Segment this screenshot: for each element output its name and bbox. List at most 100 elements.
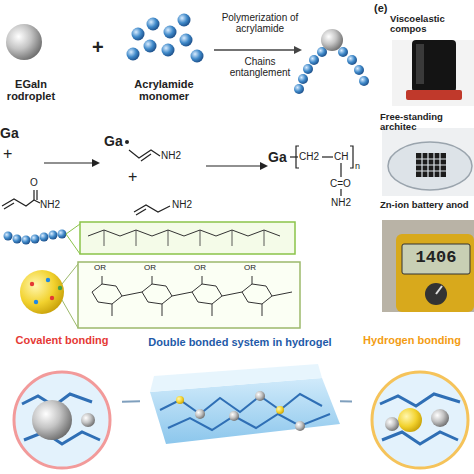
illustration-part	[322, 156, 333, 157]
illustration-part	[150, 364, 322, 392]
illustration-part	[298, 74, 308, 84]
cellulose-box	[78, 262, 300, 328]
illustration-part	[34, 200, 40, 203]
text-label: CH	[334, 151, 352, 162]
node-label: Free-standing architec	[380, 112, 474, 133]
illustration-part	[66, 224, 80, 234]
illustration-part	[50, 296, 54, 300]
text-label: Chains entanglement	[216, 56, 304, 78]
illustration-part	[66, 234, 80, 254]
illustration-part	[122, 292, 292, 296]
illustration-part	[380, 394, 460, 406]
illustration-part	[296, 146, 299, 168]
illustration-part	[255, 391, 265, 401]
illustration-part	[176, 396, 184, 404]
node-label: Viscoelastic compos	[390, 14, 474, 35]
hydrogen-zoom	[372, 372, 468, 468]
text-label: CH2	[299, 151, 325, 162]
illustration-part	[58, 230, 67, 239]
zoom-connector	[340, 400, 352, 402]
node-label: Hydrogen bonding	[352, 334, 472, 346]
illustration-part	[229, 411, 239, 421]
illustration-part	[347, 55, 357, 65]
illustration-part	[30, 282, 34, 286]
illustration-part	[112, 304, 262, 316]
illustration-part	[396, 234, 474, 312]
illustration-part	[132, 28, 145, 41]
text-label: 1406	[402, 249, 470, 268]
illustration-part	[436, 286, 442, 294]
illustration-part	[168, 414, 330, 430]
illustration-part	[92, 276, 292, 316]
illustration-part	[416, 153, 446, 177]
illustration-part	[4, 232, 13, 241]
node-label: Zn-ion battery anod	[380, 200, 474, 210]
illustration-part	[36, 190, 37, 200]
illustration-part	[294, 46, 302, 54]
node-box: EGaIn rodroplet	[0, 20, 62, 102]
illustration-part	[382, 128, 474, 196]
illustration-part	[20, 270, 64, 314]
illustration-part	[382, 432, 458, 444]
text-label: NH2	[161, 150, 191, 161]
node-box: Free-standing architec	[380, 112, 474, 198]
illustration-part	[136, 209, 146, 215]
illustration-part	[32, 400, 72, 440]
illustration-part	[425, 283, 447, 305]
illustration-part	[127, 48, 140, 61]
illustration-part	[338, 47, 348, 57]
illustration-part	[49, 231, 58, 240]
illustration-part	[102, 276, 252, 284]
illustration-part	[294, 84, 304, 94]
illustration-part	[392, 40, 474, 106]
text-label: NH2	[331, 197, 361, 208]
illustration-part	[431, 409, 449, 427]
text-label: n	[355, 162, 365, 172]
node-box: Hydrogen bonding	[352, 334, 472, 472]
illustration-part	[398, 408, 422, 432]
node-label: EGaIn rodroplet	[0, 78, 62, 102]
cellulose-sphere	[20, 264, 78, 328]
illustration-part	[321, 29, 343, 51]
illustration-part	[340, 189, 341, 196]
zoom-connector	[122, 400, 140, 402]
illustration-part	[44, 162, 96, 163]
illustration-part	[88, 230, 280, 236]
illustration-part	[340, 163, 341, 177]
monomer-beads	[127, 14, 204, 63]
text-label: Ga	[104, 134, 128, 149]
illustration-part	[4, 203, 14, 209]
arrow-head	[92, 159, 100, 167]
illustration-part	[242, 284, 272, 304]
illustration-part	[92, 284, 122, 304]
illustration-part	[134, 205, 170, 212]
illustration-part	[303, 64, 313, 74]
illustration-part	[31, 235, 40, 244]
illustration-part	[58, 286, 62, 290]
illustration-part	[14, 372, 110, 468]
illustration-part	[388, 142, 472, 190]
illustration-part	[295, 421, 305, 431]
illustration-part	[385, 417, 399, 431]
illustration-part	[416, 44, 424, 84]
illustration-part	[416, 153, 446, 177]
dish-photo	[382, 128, 474, 196]
text-label: +	[92, 36, 112, 58]
egain-droplet	[6, 24, 42, 60]
covalent-zoom	[14, 372, 110, 468]
illustration-part	[206, 165, 262, 166]
illustration-part	[62, 264, 78, 284]
illustration-part	[162, 44, 175, 57]
illustration-part	[164, 26, 177, 39]
illustration-part	[33, 190, 34, 200]
text-label: NH2	[172, 199, 202, 210]
illustration-part	[214, 49, 296, 51]
illustration-part	[276, 406, 284, 414]
text-label: C=O	[330, 178, 360, 189]
illustration-part	[354, 65, 364, 75]
illustration-part	[78, 262, 300, 328]
illustration-part	[2, 199, 34, 206]
illustration-part	[309, 55, 319, 65]
illustration-part	[372, 372, 468, 468]
text-label: Polymerization of acrylamide	[216, 12, 304, 34]
